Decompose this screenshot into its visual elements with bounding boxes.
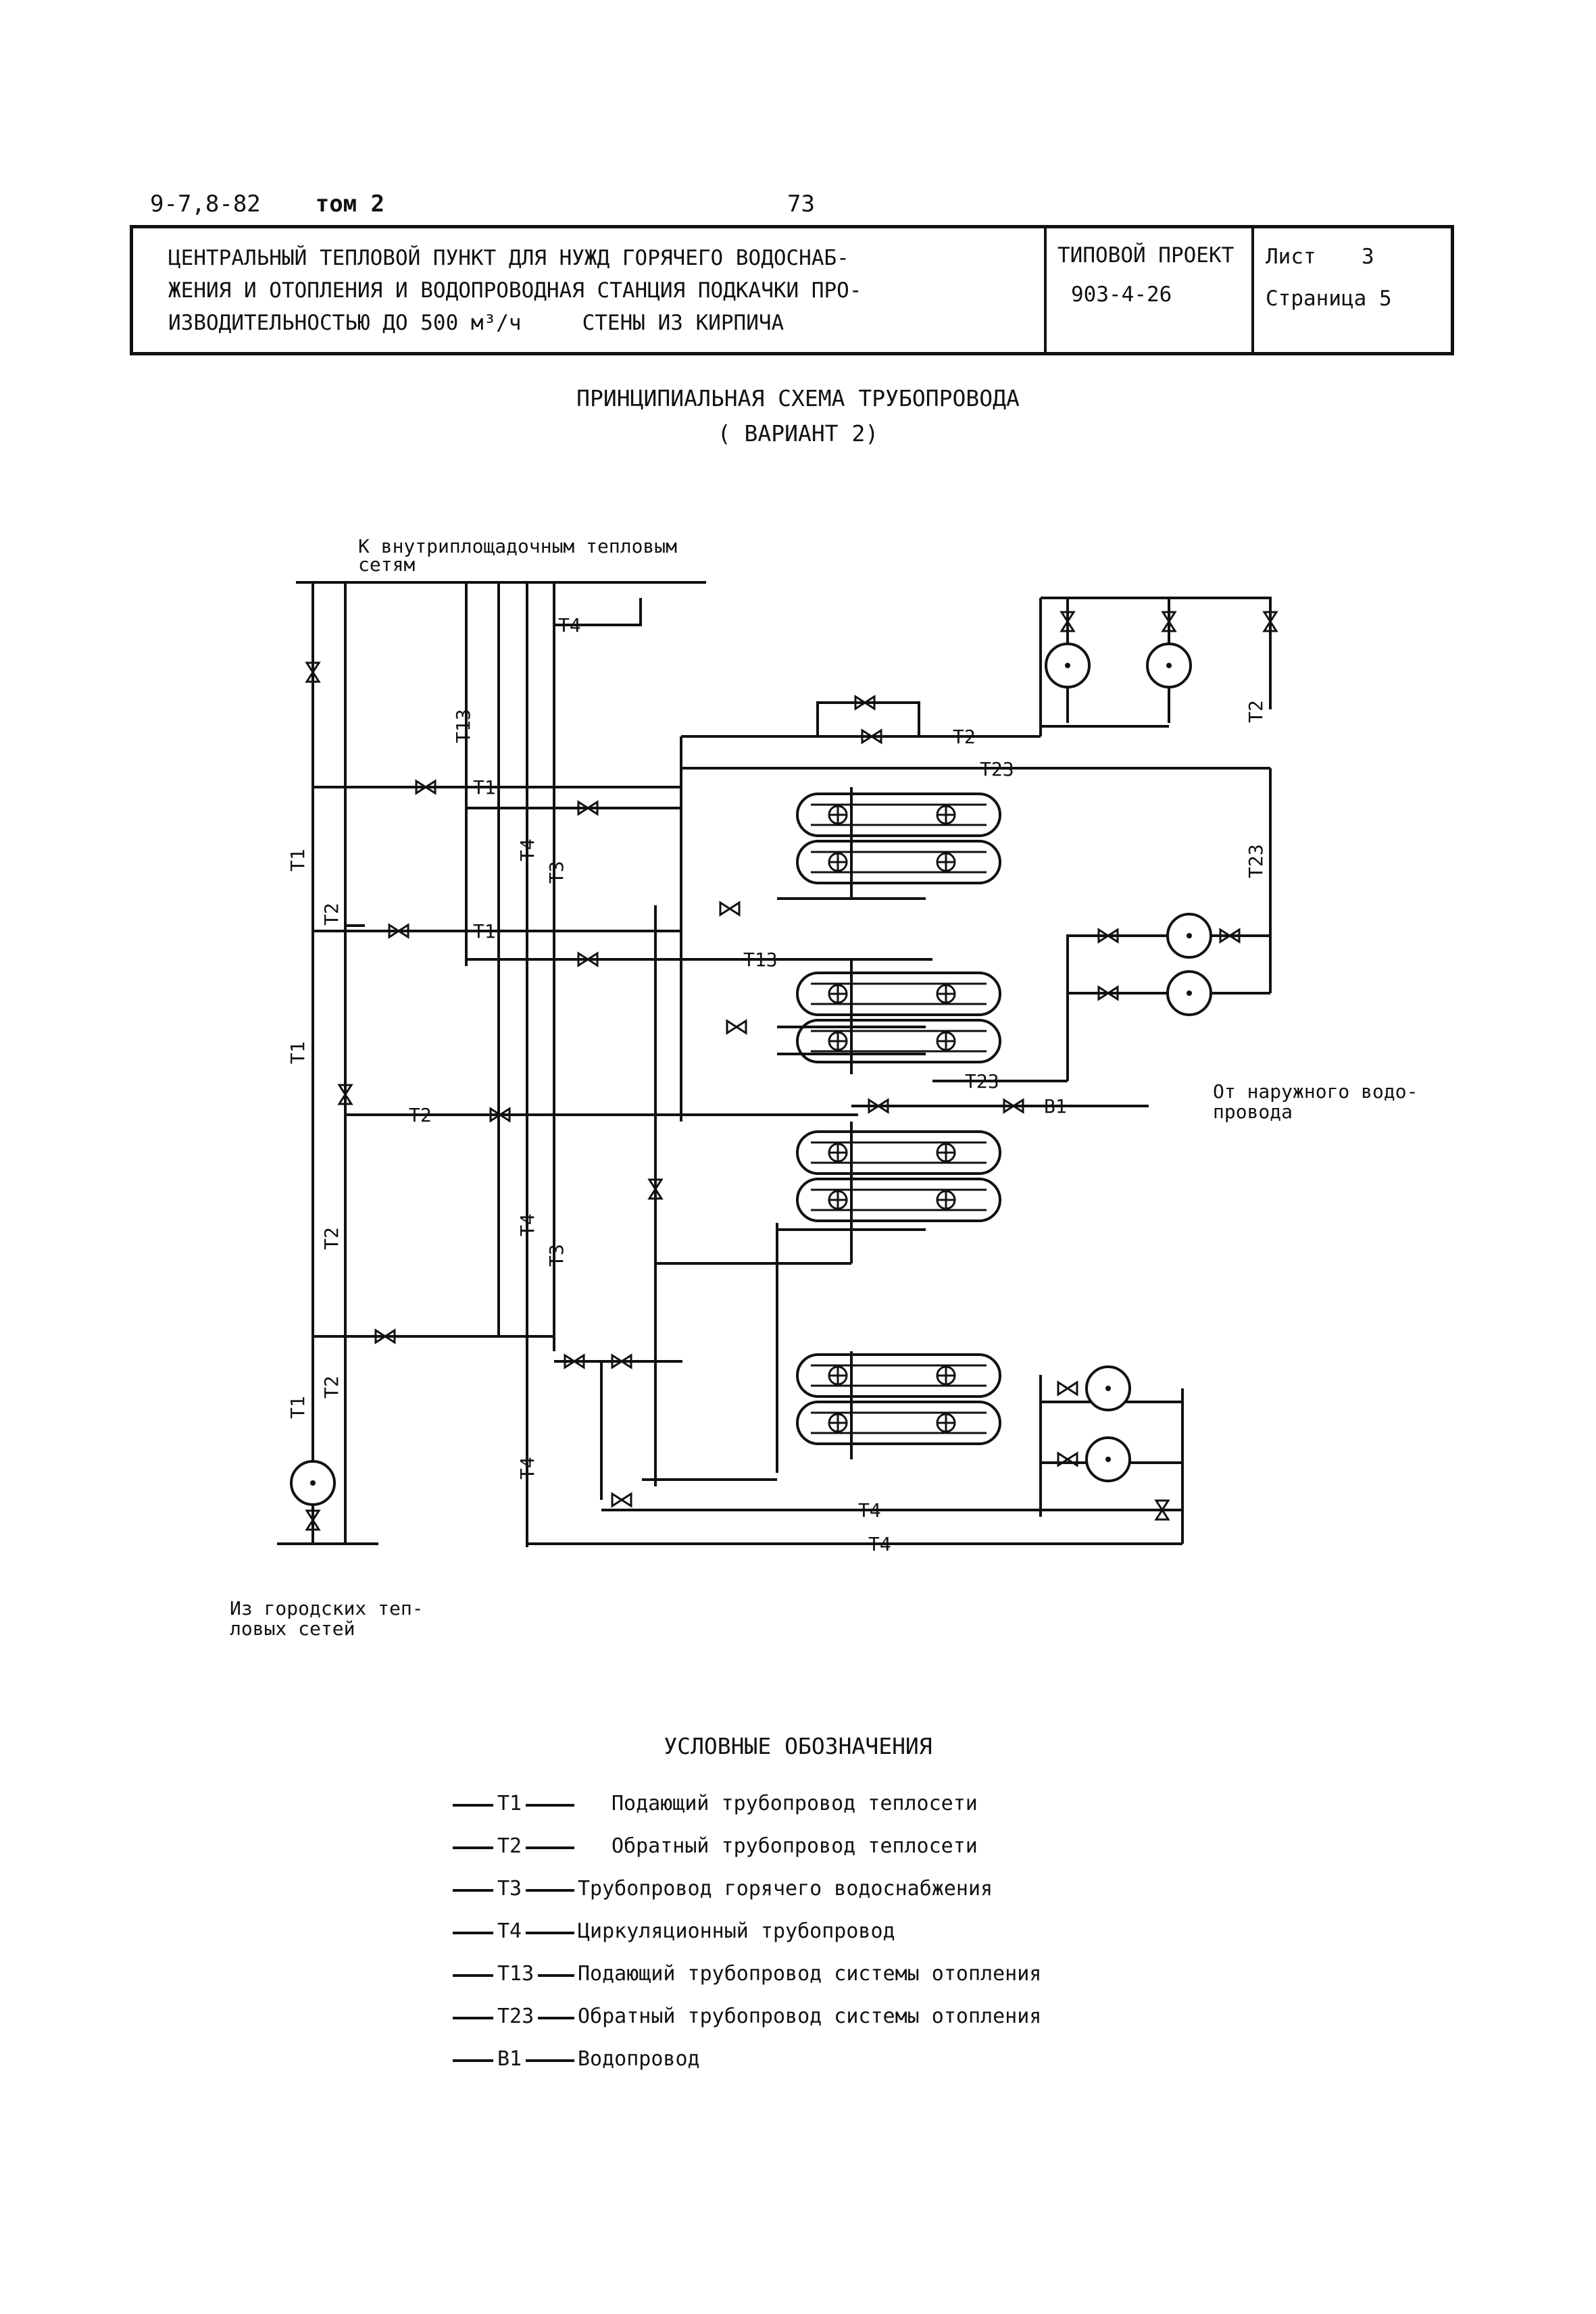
to-networks-line-2: сетям bbox=[358, 553, 415, 576]
title-block-title: ЦЕНТРАЛЬНЫЙ ТЕПЛОВОЙ ПУНКТ ДЛЯ НУЖД ГОРЯ… bbox=[168, 242, 1128, 339]
project-number: 903-4-26 bbox=[1071, 282, 1172, 307]
legend-text: Обратный трубопровод системы отопления bbox=[578, 2005, 1042, 2028]
label-t1: T1 bbox=[473, 776, 496, 799]
pump-icon bbox=[1085, 1365, 1131, 1411]
document-code: 9-7,8-82 том 2 bbox=[150, 191, 384, 218]
volume: том 2 bbox=[315, 191, 385, 218]
label-t4: T4 bbox=[516, 1213, 539, 1236]
legend-text: Трубопровод горячего водоснабжения bbox=[578, 1877, 993, 1901]
label-t4: T4 bbox=[516, 838, 539, 861]
page-number: 73 bbox=[787, 191, 815, 218]
label-t4: T4 bbox=[558, 614, 581, 636]
pump-icon bbox=[290, 1460, 336, 1506]
diagram-title: ПРИНЦИПИАЛЬНАЯ СХЕМА ТРУБОПРОВОДА bbox=[576, 385, 1020, 411]
label-t2: T2 bbox=[409, 1104, 432, 1126]
title-block-divider-1 bbox=[1044, 228, 1047, 352]
label-t2: T2 bbox=[320, 1227, 343, 1250]
pump-icon bbox=[1166, 970, 1212, 1016]
title-block-divider-2 bbox=[1251, 228, 1254, 352]
pump-icon bbox=[1045, 643, 1091, 688]
from-water-line-1: От наружного водо- bbox=[1213, 1080, 1418, 1103]
label-t2: T2 bbox=[320, 903, 343, 926]
sheet-number: 3 bbox=[1362, 245, 1374, 269]
label-t1: T1 bbox=[286, 1041, 309, 1064]
legend-code: T23 bbox=[493, 2005, 539, 2028]
project-label: ТИПОВОЙ ПРОЕКТ bbox=[1057, 243, 1235, 268]
legend-text: Водопровод bbox=[578, 2047, 700, 2071]
title-walls: СТЕНЫ ИЗ КИРПИЧА bbox=[582, 311, 784, 335]
to-networks-line-1: К внутриплощадочным тепловым bbox=[358, 535, 677, 557]
legend-code: T2 bbox=[493, 1834, 526, 1858]
legend-text: Подающий трубопровод системы отопления bbox=[578, 1962, 1042, 1986]
label-b1: B1 bbox=[1044, 1095, 1067, 1117]
from-city-line-1: Из городских теп- bbox=[230, 1597, 424, 1619]
pump-icon bbox=[1146, 643, 1192, 688]
page-label: Страница bbox=[1266, 286, 1367, 311]
pump-icon bbox=[1166, 913, 1212, 959]
legend-code: T13 bbox=[493, 1962, 539, 1986]
legend-code: T1 bbox=[493, 1792, 526, 1815]
legend-code: T4 bbox=[493, 1919, 526, 1943]
legend-code: B1 bbox=[493, 2047, 526, 2071]
legend-text: Циркуляционный трубопровод bbox=[578, 1919, 895, 1943]
from-city-line-2: ловых сетей bbox=[230, 1617, 355, 1640]
title-block: ЦЕНТРАЛЬНЫЙ ТЕПЛОВОЙ ПУНКТ ДЛЯ НУЖД ГОРЯ… bbox=[130, 225, 1454, 355]
label-t3: T3 bbox=[545, 861, 568, 884]
label-t13: T13 bbox=[743, 949, 778, 971]
page-value: 5 bbox=[1378, 286, 1392, 311]
pipe-labels: T1 T1 T1 T2 T2 T2 T2 T2 T2 T1 T1 T13 T13… bbox=[286, 614, 1267, 1555]
legend-title: УСЛОВНЫЕ ОБОЗНАЧЕНИЯ bbox=[664, 1733, 932, 1759]
label-t4: T4 bbox=[516, 1457, 539, 1480]
diagram-subtitle: ( ВАРИАНТ 2) bbox=[717, 420, 879, 447]
page-info: Страница 5 bbox=[1266, 286, 1392, 311]
legend-text: Обратный трубопровод теплосети bbox=[612, 1834, 978, 1858]
label-t4: T4 bbox=[868, 1533, 891, 1555]
title-line-3: ИЗВОДИТЕЛЬНОСТЬЮ ДО 500 м³/ч bbox=[168, 311, 522, 335]
legend-code: T3 bbox=[493, 1877, 526, 1901]
doc-id: 9-7,8-82 bbox=[150, 191, 261, 218]
label-t4: T4 bbox=[858, 1499, 881, 1521]
label-t2: T2 bbox=[320, 1376, 343, 1399]
label-t13: T13 bbox=[452, 709, 474, 743]
legend-text: Подающий трубопровод теплосети bbox=[612, 1792, 978, 1815]
label-t2: T2 bbox=[1245, 700, 1267, 723]
diagram-annotations: К внутриплощадочным тепловым сетям Из го… bbox=[230, 535, 1418, 1640]
label-t23: T23 bbox=[980, 758, 1014, 780]
label-t1: T1 bbox=[473, 920, 496, 942]
label-t1: T1 bbox=[286, 1396, 309, 1419]
label-t1: T1 bbox=[286, 849, 309, 872]
title-line-2: ЖЕНИЯ И ОТОПЛЕНИЯ И ВОДОПРОВОДНАЯ СТАНЦИ… bbox=[168, 278, 862, 303]
label-t23: T23 bbox=[965, 1070, 999, 1092]
label-t2: T2 bbox=[953, 726, 976, 748]
title-line-1: ЦЕНТРАЛЬНЫЙ ТЕПЛОВОЙ ПУНКТ ДЛЯ НУЖД ГОРЯ… bbox=[168, 246, 849, 270]
from-water-line-2: провода bbox=[1213, 1101, 1293, 1123]
sheet-label: Лист bbox=[1266, 245, 1316, 269]
pump-icon bbox=[1085, 1436, 1131, 1482]
label-t23: T23 bbox=[1245, 844, 1267, 878]
sheet-info: Лист 3 bbox=[1266, 245, 1374, 269]
label-t3: T3 bbox=[545, 1244, 568, 1267]
